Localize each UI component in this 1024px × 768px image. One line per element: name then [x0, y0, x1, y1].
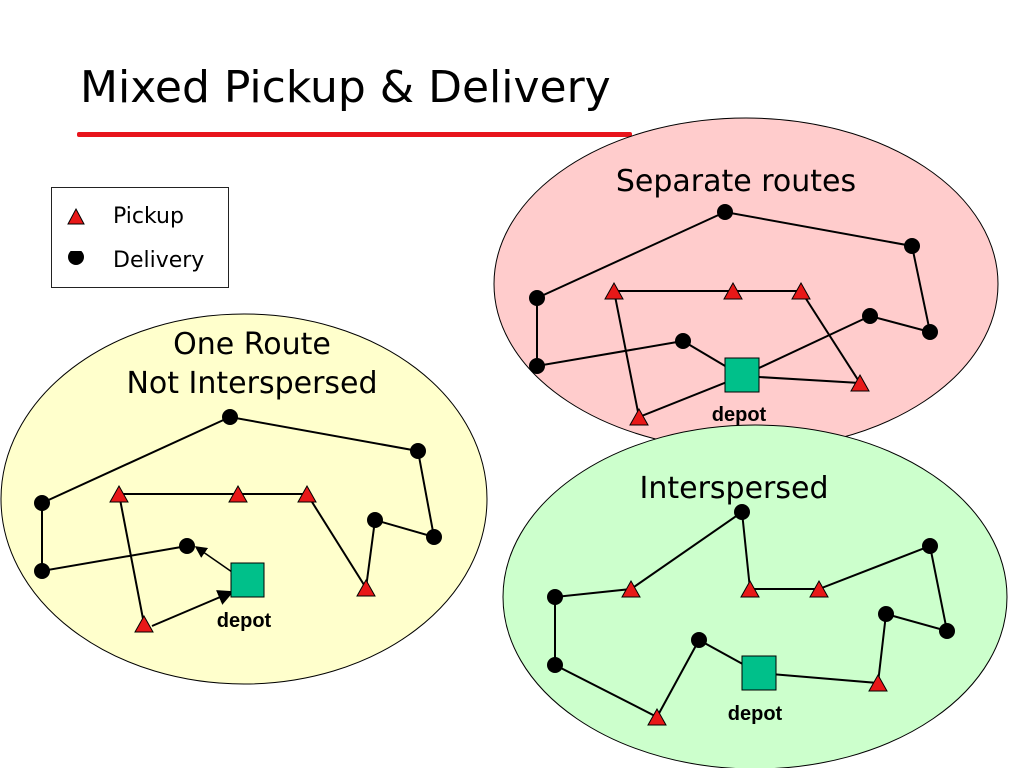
delivery-node: [367, 512, 383, 528]
delivery-node: [34, 495, 50, 511]
delivery-node: [529, 290, 545, 306]
slide-title: Mixed Pickup & Delivery: [80, 62, 611, 113]
legend: Pickup Delivery: [51, 187, 229, 288]
circle-icon: [68, 251, 84, 265]
label-not-interspersed: Not Interspersed: [126, 366, 377, 401]
legend-label-delivery: Delivery: [113, 248, 205, 273]
delivery-node: [675, 333, 691, 349]
delivery-node: [34, 563, 50, 579]
pickup-node: [621, 579, 641, 598]
pickup-node: [134, 614, 154, 633]
pickup-node: [868, 673, 888, 692]
depot-label-interspersed: depot: [728, 703, 783, 725]
title-underline: [77, 132, 632, 137]
pickup-node: [791, 281, 811, 300]
pickup-node: [228, 484, 248, 503]
legend-item-pickup: Pickup: [52, 202, 230, 232]
depot-label-one-route: depot: [217, 610, 272, 632]
pickup-node: [809, 579, 829, 598]
delivery-nodes: [34, 204, 955, 673]
delivery-node: [410, 443, 426, 459]
label-interspersed: Interspersed: [639, 471, 828, 506]
delivery-node: [904, 238, 920, 254]
pickup-node: [850, 373, 870, 392]
pickup-node: [356, 578, 376, 597]
triangle-icon: [67, 207, 85, 225]
delivery-node: [547, 589, 563, 605]
label-one-route: One Route: [173, 327, 331, 362]
arrow-depot-to-pickup: [151, 590, 234, 627]
delivery-node: [529, 358, 545, 374]
delivery-node: [717, 204, 733, 220]
delivery-node: [878, 606, 894, 622]
route-separate-delivery: [536, 210, 932, 377]
pickup-nodes: [109, 281, 888, 726]
depot-interspersed: [741, 655, 777, 691]
delivery-node: [426, 529, 442, 545]
depot-separate: [724, 357, 760, 393]
pickup-node: [297, 484, 317, 503]
delivery-node: [179, 538, 195, 554]
pickup-node: [109, 484, 129, 503]
route-interspersed: [554, 510, 949, 719]
pickup-node: [723, 281, 743, 300]
legend-label-pickup: Pickup: [113, 204, 184, 229]
pickup-node: [740, 579, 760, 598]
delivery-node: [734, 504, 750, 520]
pickup-node: [647, 707, 667, 726]
delivery-node: [922, 538, 938, 554]
delivery-node: [862, 308, 878, 324]
delivery-node: [547, 657, 563, 673]
depot-one-route: [230, 562, 265, 598]
delivery-node: [691, 632, 707, 648]
delivery-node: [922, 324, 938, 340]
arrow-depot-to-delivery: [194, 546, 233, 573]
delivery-node: [222, 409, 238, 425]
label-separate-routes: Separate routes: [616, 164, 856, 199]
pickup-node: [604, 281, 624, 300]
pickup-node: [629, 407, 649, 426]
legend-item-delivery: Delivery: [52, 246, 230, 276]
depot-label-separate: depot: [712, 404, 767, 426]
delivery-node: [939, 623, 955, 639]
